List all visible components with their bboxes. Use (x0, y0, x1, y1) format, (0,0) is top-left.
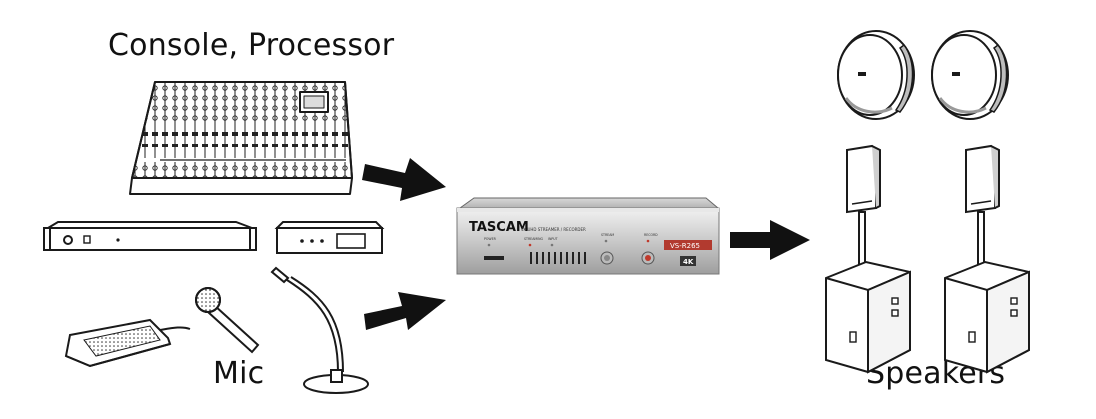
handheld-mic-icon (196, 288, 258, 352)
rack-processor-icon (44, 222, 256, 250)
boundary-mic-icon (66, 320, 190, 366)
ceiling-speaker-left-icon (838, 31, 914, 119)
pa-speaker-left-icon (826, 146, 910, 372)
device-subtitle-text: 4K UHD STREAMER / RECORDER (521, 227, 586, 232)
mixing-console-icon (130, 82, 352, 194)
led-label-stream: STREAM (601, 233, 614, 237)
device-model-text: VS-R265 (670, 242, 700, 250)
led-label-record: RECORD (644, 233, 658, 237)
arrow-device-to-speakers-icon (730, 220, 810, 260)
led-label-input: INPUT (548, 237, 558, 241)
audio-processor-icon (277, 222, 382, 253)
pa-speaker-right-icon (945, 146, 1029, 372)
device-brand-text: TASCAM (469, 220, 529, 235)
gooseneck-mic-icon (272, 268, 368, 393)
arrow-mic-to-device-icon (364, 292, 446, 330)
arrow-console-to-device-icon (362, 158, 446, 201)
ceiling-speaker-right-icon (932, 31, 1008, 119)
led-label-power: POWER (484, 237, 497, 241)
device-badge-text: 4K (683, 258, 694, 266)
streamer-recorder-device: TASCAM 4K UHD STREAMER / RECORDER VS-R26… (457, 198, 719, 274)
led-label-streaming: STREAMING (524, 237, 543, 241)
